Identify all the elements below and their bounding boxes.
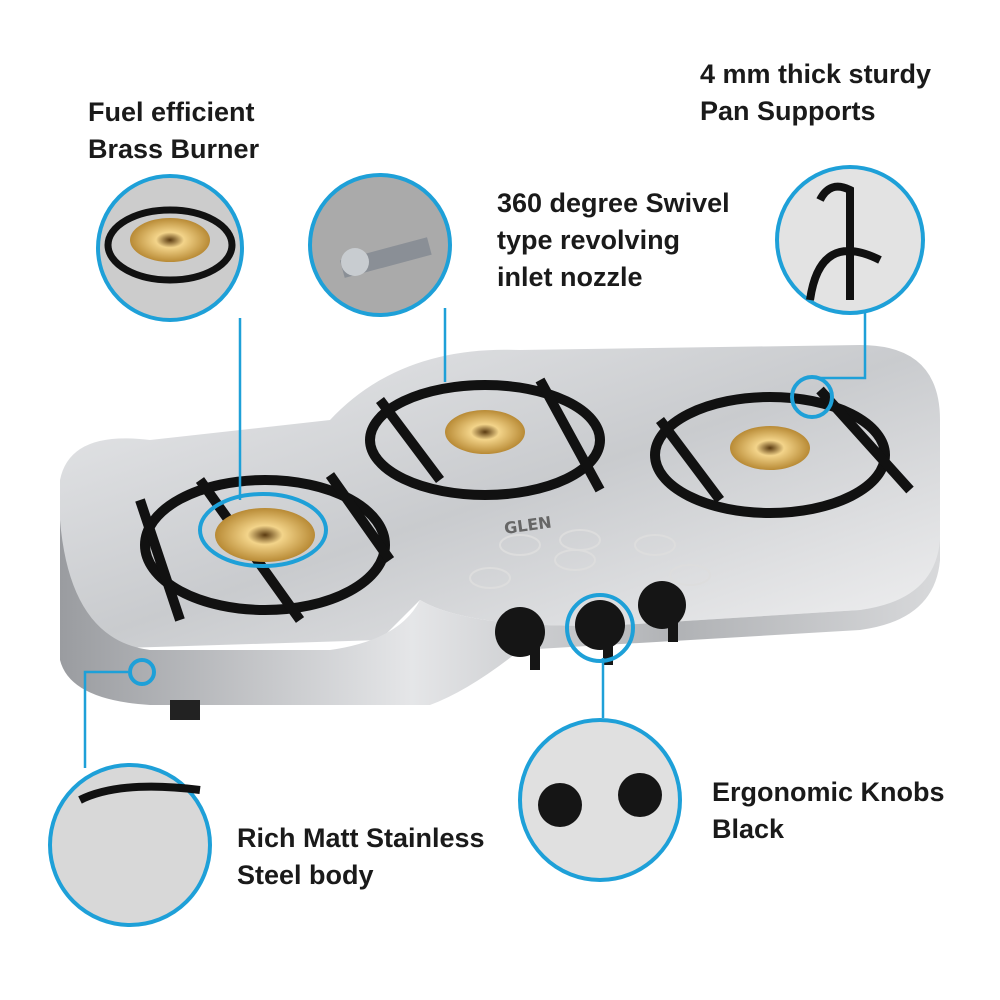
burners: [135, 377, 914, 623]
feature-line: Pan Supports: [700, 96, 876, 126]
feature-line: Black: [712, 814, 785, 844]
callout-lines: [83, 308, 867, 768]
feature-line: Ergonomic Knobs: [712, 777, 945, 807]
feature-swivel-nozzle: 360 degree Swivel type revolving inlet n…: [497, 185, 730, 296]
feature-line: Rich Matt Stainless: [237, 823, 485, 853]
feature-line: 4 mm thick sturdy: [700, 59, 932, 89]
feature-line: Fuel efficient: [88, 97, 255, 127]
feature-line: Brass Burner: [88, 134, 260, 164]
feature-brass-burner: Fuel efficient Brass Burner: [88, 94, 259, 168]
inset-details: [78, 182, 882, 827]
knobs: [495, 581, 686, 670]
feature-knobs: Ergonomic Knobs Black: [712, 774, 945, 848]
feature-line: inlet nozzle: [497, 262, 643, 292]
feature-line: 360 degree Swivel: [497, 188, 730, 218]
feature-line: type revolving: [497, 225, 681, 255]
feature-pan-supports: 4 mm thick sturdy Pan Supports: [700, 56, 931, 130]
feature-line: Steel body: [237, 860, 374, 890]
feature-steel-body: Rich Matt Stainless Steel body: [237, 820, 485, 894]
